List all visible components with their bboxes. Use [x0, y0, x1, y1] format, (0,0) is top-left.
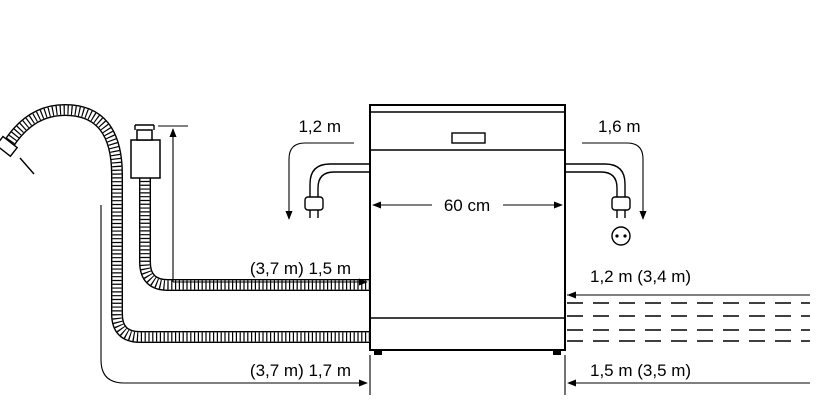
- right-upper-hoses-label: 1,2 m (3,4 m): [590, 267, 691, 286]
- control-panel-display: [451, 132, 486, 144]
- aquastop-valve-icon: [130, 124, 161, 179]
- inlet-hose: [2, 103, 370, 343]
- right-hoses-dashed: [567, 294, 810, 342]
- power-plug-icon: [611, 196, 631, 218]
- right-lower-hoses-label: 1,5 m (3,5 m): [590, 361, 691, 380]
- drain-hose-label: (3,7 m) 1,5 m: [250, 259, 351, 278]
- foot-left: [374, 350, 382, 355]
- left-cord-label: 1,2 m: [298, 117, 341, 136]
- drain-hose: [139, 178, 370, 291]
- wall-socket-icon: [611, 226, 631, 246]
- right-power-cord: [565, 142, 647, 246]
- right-cord-label: 1,6 m: [598, 117, 641, 136]
- inlet-hose-label: (3,7 m) 1,7 m: [250, 361, 351, 380]
- foot-right: [553, 350, 561, 355]
- inlet-hose-dimension-arrow: [100, 205, 368, 387]
- left-power-cord: [285, 142, 370, 220]
- dishwasher-icon: [369, 104, 566, 355]
- width-label: 60 cm: [444, 196, 490, 215]
- power-plug-icon: [304, 196, 324, 218]
- water-tap-connector-icon: [0, 135, 35, 175]
